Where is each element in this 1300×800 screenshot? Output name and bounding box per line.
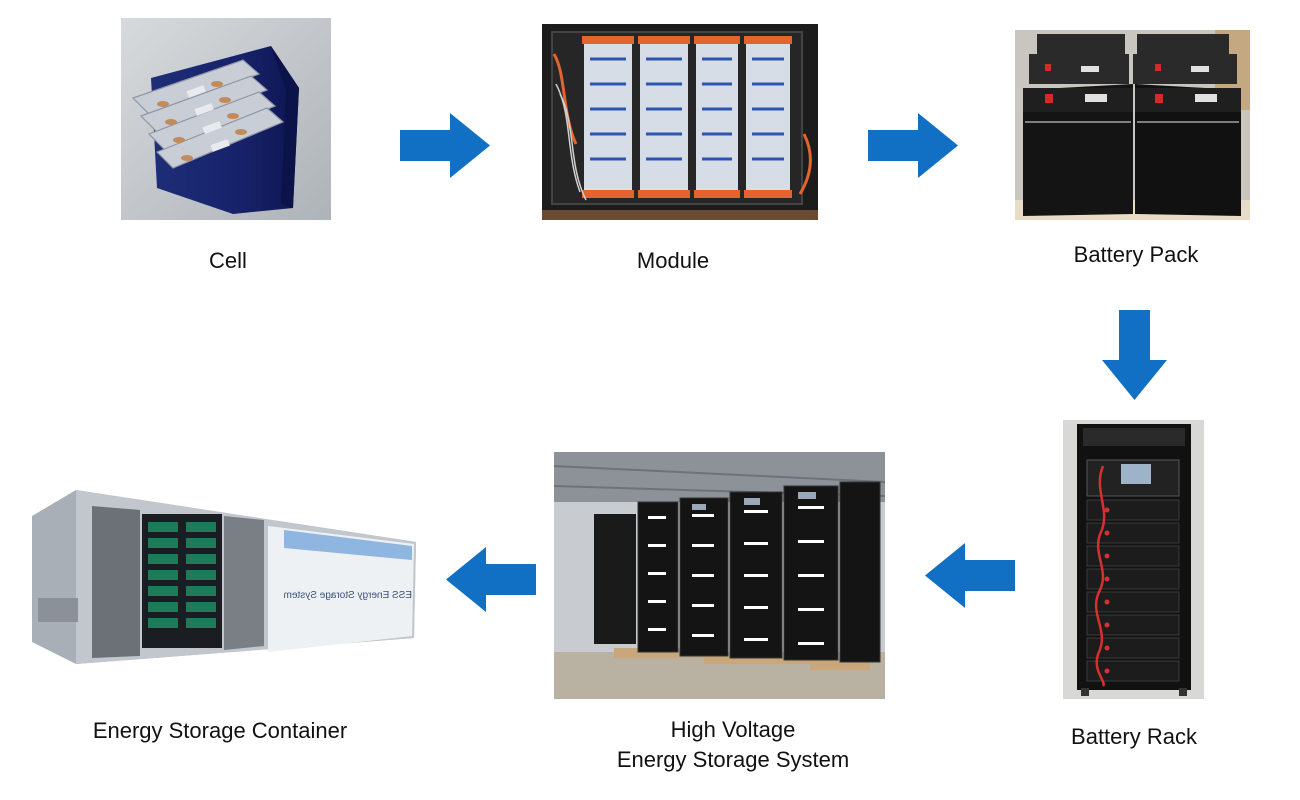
arrow-left-icon bbox=[446, 547, 536, 612]
stage-label-energy-storage-container: Energy Storage Container bbox=[92, 718, 348, 743]
stage-label-hv-ess-line-2: Energy Storage System bbox=[616, 747, 850, 772]
energy-storage-container-photo: ESS Energy Storage System bbox=[28, 488, 418, 666]
arrow-right-icon bbox=[400, 113, 490, 178]
battery-pack-photo bbox=[1015, 30, 1250, 220]
container-signage-text: ESS Energy Storage System bbox=[284, 590, 412, 601]
arrow-down-icon bbox=[1102, 310, 1167, 400]
arrow-left-icon bbox=[925, 543, 1015, 608]
hv-ess-photo bbox=[554, 452, 885, 699]
stage-label-module: Module bbox=[636, 248, 710, 273]
stage-label-hv-ess: High Voltage Energy Storage System bbox=[583, 715, 883, 775]
battery-rack-photo bbox=[1063, 420, 1204, 699]
stage-label-battery-pack: Battery Pack bbox=[1073, 242, 1199, 267]
stage-label-battery-rack: Battery Rack bbox=[1071, 724, 1197, 749]
stage-label-cell: Cell bbox=[209, 248, 247, 273]
arrow-right-icon bbox=[868, 113, 958, 178]
stage-label-hv-ess-line-1: High Voltage bbox=[670, 717, 796, 742]
prismatic-cell-photo bbox=[121, 18, 331, 220]
battery-module-photo bbox=[542, 24, 818, 220]
